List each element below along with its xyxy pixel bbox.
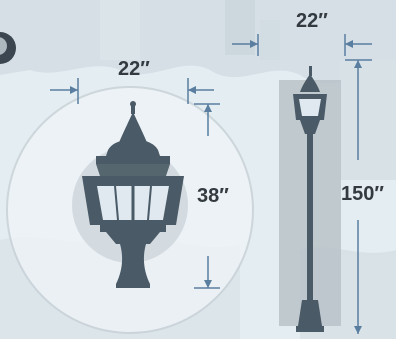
pole-height-dimension <box>345 59 372 334</box>
fixture-height-dimension <box>194 103 220 289</box>
pole-width-label: 22″ <box>296 10 328 32</box>
lamp-pole-icon <box>293 66 327 332</box>
lamp-fixture-icon <box>82 101 184 288</box>
fixture-width-dimension <box>50 78 214 104</box>
pole-height-label: 150″ <box>341 183 384 205</box>
fixture-height-label: 38″ <box>197 185 229 207</box>
fixture-width-label: 22″ <box>118 58 150 80</box>
pole-width-dimension <box>232 34 372 56</box>
